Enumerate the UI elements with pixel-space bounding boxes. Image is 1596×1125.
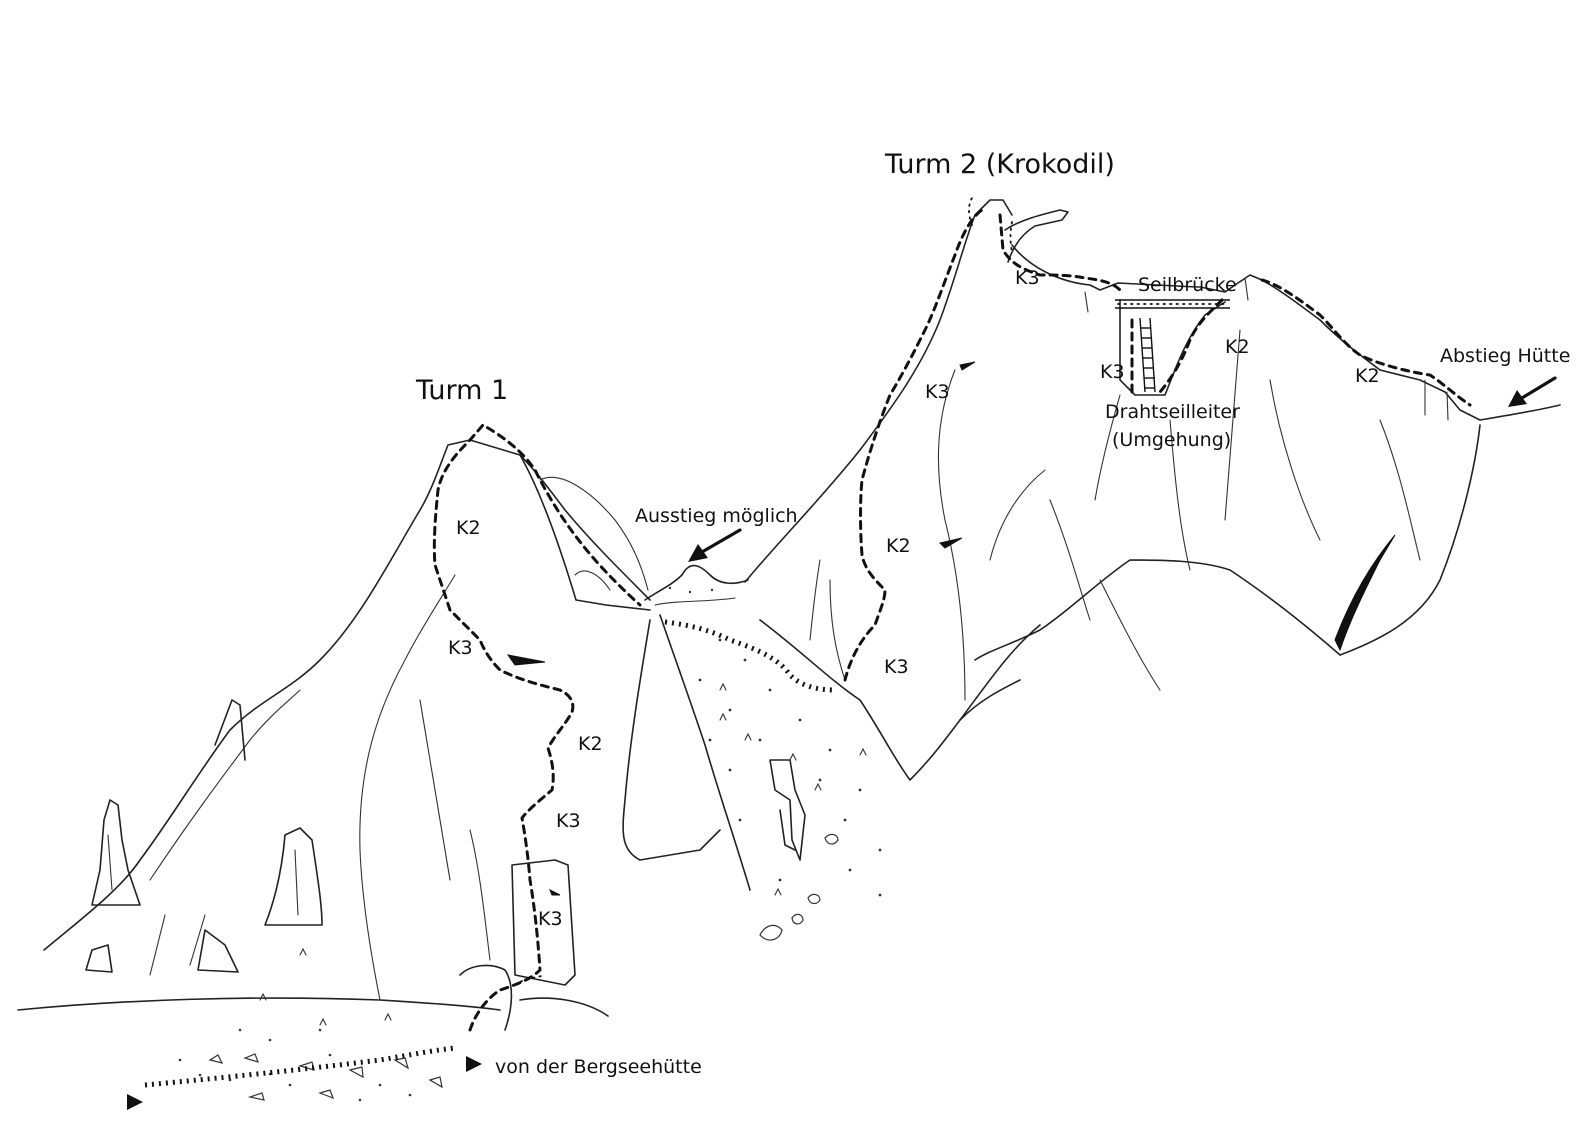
label-turm2: Turm 2 (Krokodil) — [884, 149, 1115, 180]
central-buttress — [622, 619, 721, 861]
arrow-icon — [688, 528, 742, 562]
routes — [144, 197, 1472, 1088]
grade-label: K3 — [556, 810, 581, 832]
spire-left — [91, 799, 141, 906]
drahtseilleiter-ladder — [1139, 317, 1156, 393]
boulder-left — [197, 929, 239, 973]
grade-label: K3 — [448, 637, 473, 659]
scree-stones — [208, 833, 839, 1101]
label-abstieg: Abstieg Hütte — [1440, 345, 1570, 367]
seilbruecke-bridge — [1115, 299, 1230, 309]
label-zustieg: von der Bergseehütte — [495, 1056, 702, 1078]
route-turm2 — [843, 206, 987, 682]
label-ausstieg: Ausstieg möglich — [635, 505, 798, 527]
grade-label: K2 — [456, 517, 481, 539]
grade-label: K3 — [538, 908, 563, 930]
ground-line — [17, 997, 501, 1011]
cracks — [506, 361, 1396, 896]
grade-label: K3 — [925, 381, 950, 403]
grade-label: K2 — [886, 535, 911, 557]
label-turm1: Turm 1 — [415, 375, 508, 406]
rock-outlines — [17, 199, 1561, 1031]
label-drahtseilleiter: Drahtseilleiter — [1105, 401, 1240, 423]
ridge-top — [1011, 244, 1561, 421]
turm1-outline — [43, 439, 651, 951]
grass-tufts — [259, 682, 867, 1026]
grade-label: K3 — [1015, 267, 1040, 289]
scree-dots — [178, 586, 882, 1102]
label-umgehung: (Umgehung) — [1112, 429, 1231, 451]
route-turm1 — [432, 423, 642, 1032]
right-wall — [1339, 424, 1481, 656]
boulder-right — [769, 759, 806, 861]
spire-mid — [264, 827, 323, 926]
triangle-right-icon — [466, 1056, 482, 1072]
arrow-icon — [1508, 376, 1557, 407]
grade-label: K3 — [884, 656, 909, 678]
turm2-outline — [744, 199, 1013, 583]
grade-label: K2 — [1225, 336, 1250, 358]
grade-label: K3 — [1100, 361, 1125, 383]
label-seilbruecke: Seilbrücke — [1138, 274, 1237, 296]
col-notch — [644, 564, 749, 601]
grade-label: K2 — [1355, 365, 1380, 387]
grade-label: K2 — [578, 733, 603, 755]
labels: Turm 1 Turm 2 (Krokodil) Ausstieg möglic… — [415, 149, 1570, 1078]
triangle-right-icon — [127, 1094, 143, 1110]
